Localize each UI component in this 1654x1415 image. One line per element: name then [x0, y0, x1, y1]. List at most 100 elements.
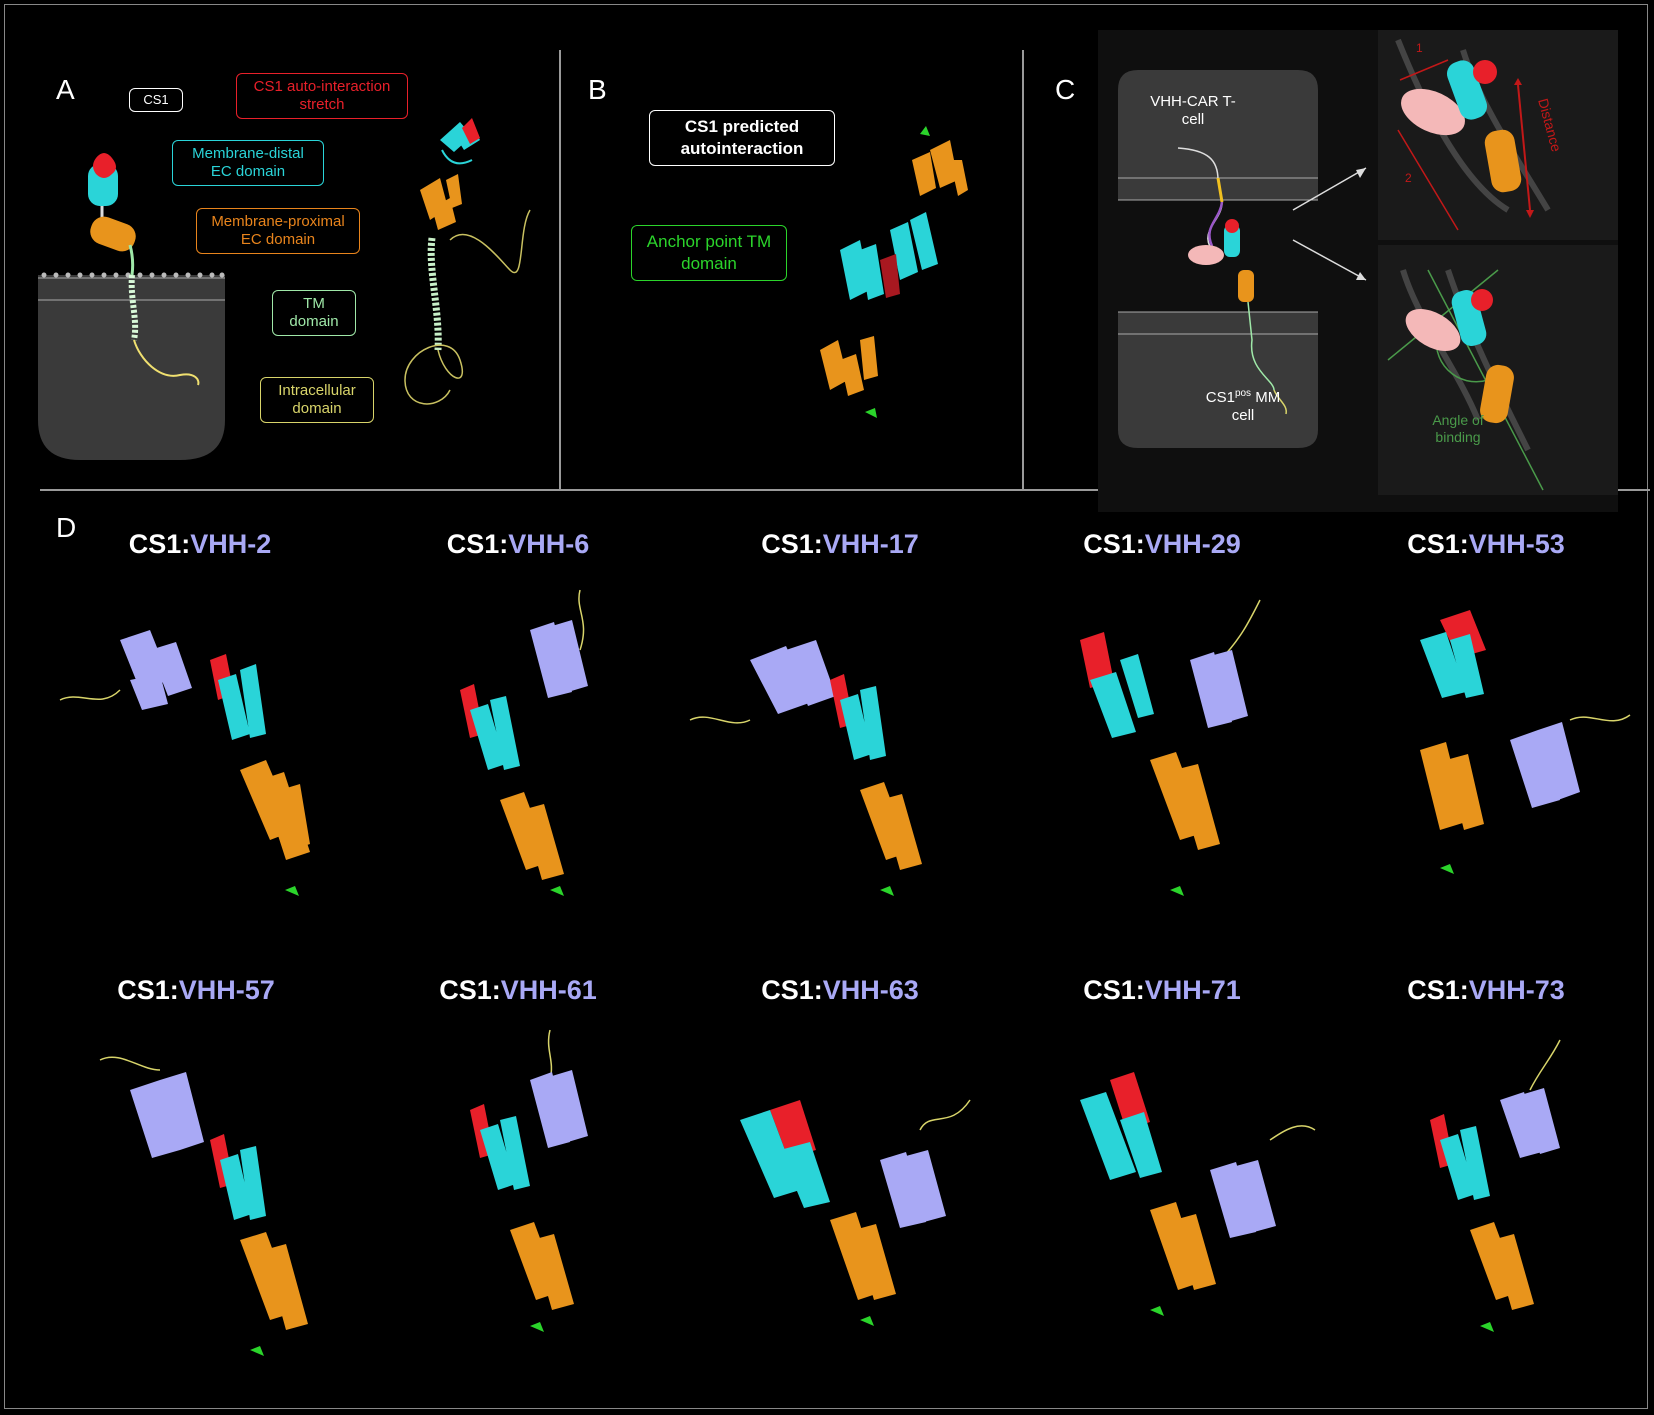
title-vhh: VHH-29: [1144, 529, 1241, 559]
zoom-proximal: [1484, 129, 1522, 193]
structure-title: CS1:VHH-57: [36, 975, 356, 1006]
separator-ab: [559, 50, 561, 490]
title-prefix: CS1:: [117, 975, 179, 1005]
tm-helix: [128, 274, 139, 341]
title-prefix: CS1:: [1407, 529, 1469, 559]
distance-1-line: [1399, 59, 1449, 81]
figure-frame: [4, 4, 1648, 1409]
angle-line-1: [1387, 269, 1499, 361]
structure-title: CS1:VHH-61: [358, 975, 678, 1006]
ribbon-bottom-proximal: [820, 336, 878, 418]
distance-arrowhead-top: [1514, 78, 1522, 85]
c-proximal-shape: [1238, 270, 1254, 302]
predicted-autointeraction-label: CS1 predicted autointeraction: [649, 110, 835, 166]
anchor-point-label: Anchor point TM domain: [631, 225, 787, 281]
ribbon-tail: [404, 209, 531, 405]
zoom-bottom-cs1: [1445, 269, 1531, 452]
membrane-lipids: [41, 272, 225, 278]
proximal-domain-label: Membrane-proximal EC domain: [196, 208, 360, 254]
structure-title: CS1:VHH-17: [680, 529, 1000, 560]
car-hinge: [1208, 201, 1224, 247]
mm-cell-membrane: [1118, 311, 1318, 335]
separator-top-bottom: [40, 489, 1650, 491]
vhh-shape: [1188, 245, 1224, 265]
stalk: [128, 244, 135, 276]
autointeraction-shape: [93, 153, 116, 178]
complex-ribbon: [1420, 610, 1631, 874]
panel-b-letter: B: [588, 74, 607, 105]
panel-c-letter: C: [1055, 74, 1076, 105]
title-vhh: VHH-71: [1144, 975, 1241, 1005]
title-vhh: VHH-17: [822, 529, 919, 559]
c-distal-shape: [1224, 225, 1240, 257]
structure-title: CS1:VHH-53: [1326, 529, 1646, 560]
car-tm: [1216, 177, 1224, 203]
autointeraction-ribbon-model: [820, 126, 968, 418]
panel-a-letter: A: [56, 74, 75, 105]
ribbon-tm-helix: [427, 237, 442, 351]
cs1-chain: [1247, 301, 1275, 391]
complex-ribbon: [460, 589, 588, 896]
structure-title: CS1:VHH-2: [40, 529, 360, 560]
zoom-distal: [1446, 60, 1488, 120]
title-vhh: VHH-63: [822, 975, 919, 1005]
distance-line: [1517, 84, 1531, 211]
title-vhh: VHH-2: [190, 529, 272, 559]
tm-domain-label: TM domain: [272, 290, 356, 336]
structure-title: CS1:VHH-6: [358, 529, 678, 560]
cs1-ribbon-model: [404, 118, 531, 405]
ribbon-cyan-domains: [840, 212, 938, 300]
cs1-schematic: [38, 153, 225, 460]
mm-cell-label-rest: MM cell: [1231, 389, 1281, 424]
proximal-domain-shape: [90, 216, 136, 252]
distance-2-line: [1397, 129, 1459, 231]
angle-of-binding-label: Angle of binding: [1432, 412, 1484, 445]
distance-1-num: 1: [1416, 41, 1423, 55]
intracellular-tail: [133, 339, 200, 386]
arrow-top: [1292, 167, 1367, 211]
title-vhh: VHH-6: [508, 529, 590, 559]
structure-title: CS1:VHH-71: [1002, 975, 1322, 1006]
title-prefix: CS1:: [439, 975, 501, 1005]
title-prefix: CS1:: [1083, 529, 1145, 559]
complex-ribbon: [59, 630, 310, 896]
ribbon-proximal: [420, 174, 462, 230]
arrow-bottom-head: [1356, 272, 1366, 280]
structure-title: CS1:VHH-63: [680, 975, 1000, 1006]
complex-ribbon: [99, 1056, 308, 1356]
zoom-bottom-auto: [1471, 289, 1493, 311]
zoom-vhh: [1401, 88, 1465, 136]
distance-arrowhead-bottom: [1526, 210, 1534, 218]
separator-bc: [1022, 50, 1024, 490]
title-prefix: CS1:: [446, 529, 509, 559]
title-vhh: VHH-73: [1468, 975, 1565, 1005]
ribbon-top-proximal: [912, 126, 968, 196]
zoom-auto: [1473, 60, 1497, 84]
complex-ribbon: [1080, 1072, 1316, 1316]
panel-d-letter: D: [56, 512, 77, 543]
t-cell-label: VHH-CAR T- cell: [1150, 93, 1236, 128]
ribbon-distal: [440, 118, 480, 165]
title-prefix: CS1:: [128, 529, 191, 559]
c-auto-shape: [1225, 219, 1239, 233]
zoom-bottom-vhh: [1405, 308, 1461, 352]
autointeraction-label: CS1 auto-interaction stretch: [236, 73, 408, 119]
complex-ribbon: [1430, 1039, 1561, 1332]
vhh-car-binding-schematic: 1 2 Distance: [1098, 30, 1618, 512]
arrow-top-head: [1356, 168, 1366, 178]
title-vhh: VHH-53: [1468, 529, 1565, 559]
complex-ribbon: [740, 1099, 971, 1326]
mm-cell-body: [1118, 312, 1318, 448]
title-prefix: CS1:: [761, 975, 823, 1005]
title-prefix: CS1:: [1407, 975, 1469, 1005]
mm-cell-label-sup: pos: [1234, 388, 1252, 399]
arrow-bottom: [1292, 239, 1367, 281]
complex-ribbon: [1080, 599, 1261, 896]
cell-body: [38, 275, 225, 460]
title-vhh: VHH-57: [178, 975, 275, 1005]
t-cell-body: [1118, 70, 1318, 200]
complex-ribbon: [689, 640, 922, 896]
mm-cell-label-cs1: CS1: [1205, 389, 1235, 406]
cs1-label: CS1: [129, 88, 183, 112]
title-vhh: VHH-61: [500, 975, 597, 1005]
